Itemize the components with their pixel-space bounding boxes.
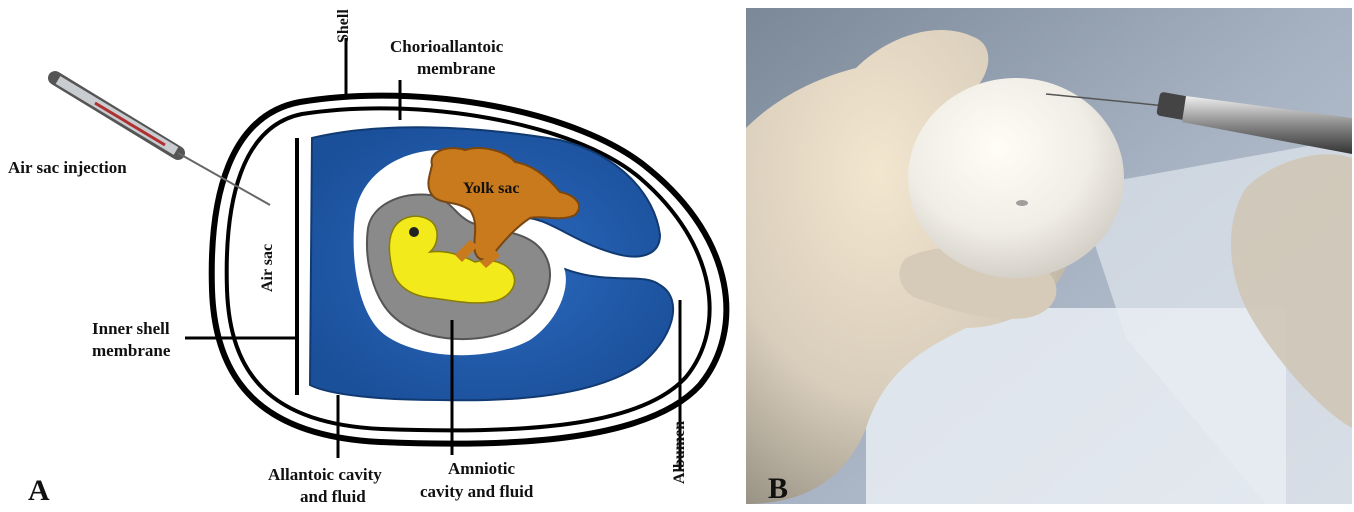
label-inner-shell-1: Inner shell (92, 319, 170, 338)
egg-injection-photo: B (746, 8, 1352, 504)
egg-diagram-panel: Shell Chorioallantoic membrane Air sac i… (0, 0, 740, 507)
label-inner-shell-2: membrane (92, 341, 171, 360)
label-amniotic-1: Amniotic (448, 459, 516, 478)
label-air-sac: Air sac (259, 244, 276, 292)
panel-letter-b: B (768, 472, 788, 504)
egg-diagram-svg: Shell Chorioallantoic membrane Air sac i… (0, 0, 740, 507)
egg-shadow-spot (1016, 200, 1028, 206)
label-chorioallantoic-2: membrane (417, 59, 496, 78)
egg (908, 78, 1124, 278)
photo-svg: B (746, 8, 1352, 504)
embryo-eye (409, 227, 419, 237)
label-chorioallantoic-1: Chorioallantoic (390, 37, 504, 56)
label-air-sac-injection: Air sac injection (8, 158, 127, 177)
label-allantoic-1: Allantoic cavity (268, 465, 382, 484)
panel-letter-a: A (28, 474, 50, 507)
label-allantoic-2: and fluid (300, 487, 366, 506)
label-shell: Shell (335, 9, 352, 43)
label-albumen: Albumen (671, 421, 688, 484)
label-yolk-sac: Yolk sac (463, 180, 519, 197)
label-amniotic-2: cavity and fluid (420, 482, 534, 501)
